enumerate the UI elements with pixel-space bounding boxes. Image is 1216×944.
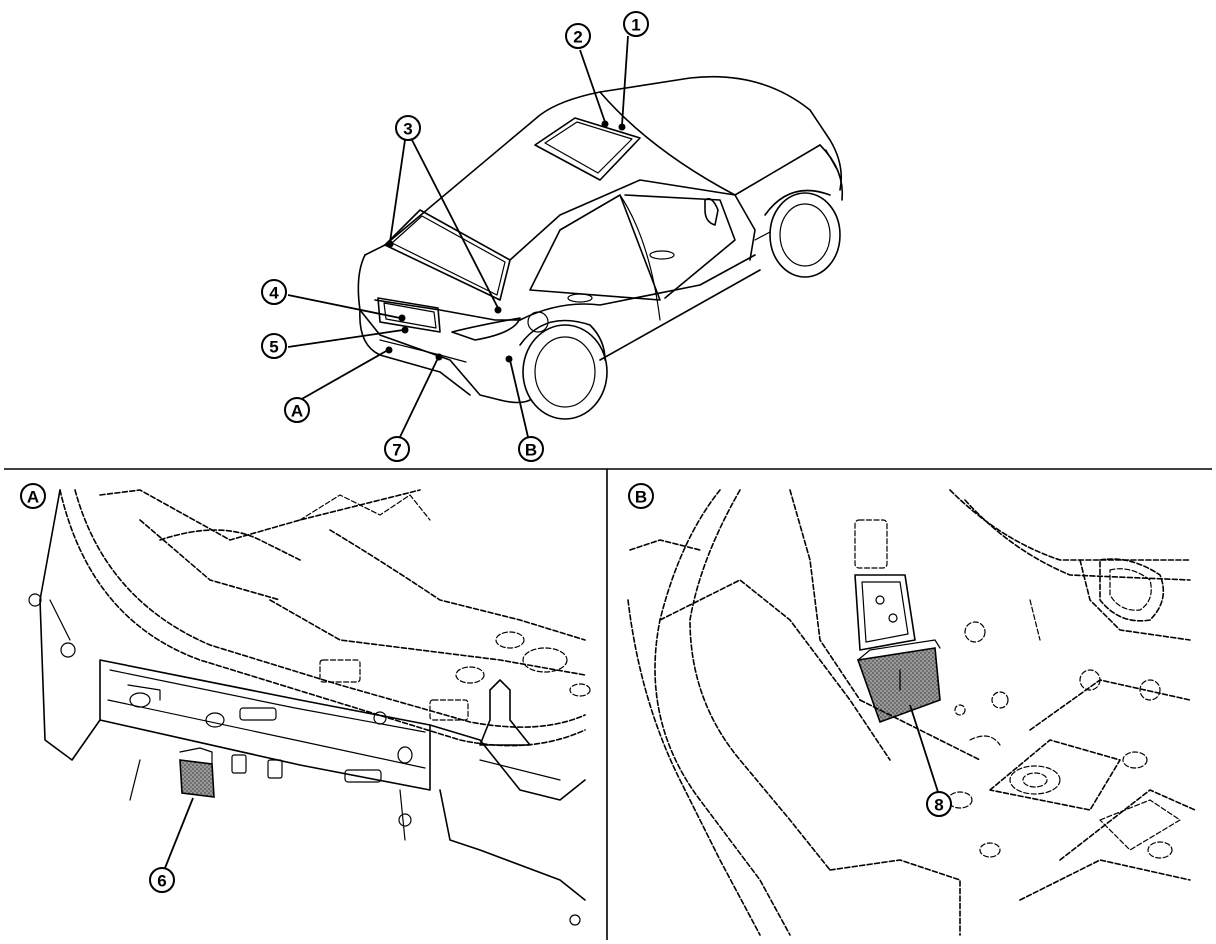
detail-view-a: A 6 xyxy=(20,483,591,926)
callout-7-label: 7 xyxy=(392,441,401,460)
callout-b-label: B xyxy=(525,441,537,460)
callout-5: 5 xyxy=(261,333,287,359)
callout-b: B xyxy=(518,436,544,462)
callout-4-label: 4 xyxy=(269,284,279,303)
callout-6: 6 xyxy=(149,867,175,893)
detail-b-view-label: B xyxy=(628,483,654,509)
detail-a-view-label-text: A xyxy=(27,488,39,507)
callout-8-label: 8 xyxy=(934,796,943,815)
callout-5-label: 5 xyxy=(269,338,278,357)
callout-a: A xyxy=(284,397,310,423)
overview-leader-lines xyxy=(287,35,629,438)
detail-a-leader xyxy=(164,797,194,869)
callout-1-label: 1 xyxy=(631,16,640,35)
callout-7: 7 xyxy=(384,436,410,462)
callout-2-label: 2 xyxy=(573,28,582,47)
rear-side-floor-illustration xyxy=(627,489,1196,936)
detail-view-b: B 8 xyxy=(627,483,1196,936)
callout-4: 4 xyxy=(261,279,287,305)
overview-target-dots xyxy=(385,120,626,363)
callout-6-label: 6 xyxy=(157,872,166,891)
detail-b-view-label-text: B xyxy=(635,488,647,507)
callout-3: 3 xyxy=(395,115,421,141)
callout-1: 1 xyxy=(623,11,649,37)
callout-8: 8 xyxy=(926,791,952,817)
rear-bumper-reinforcement-illustration xyxy=(28,489,591,926)
detail-b-leader xyxy=(909,704,939,793)
callout-a-label: A xyxy=(291,402,303,421)
callout-3-label: 3 xyxy=(403,120,412,139)
callout-2: 2 xyxy=(565,23,591,49)
detail-a-view-label: A xyxy=(20,483,46,509)
car-rear-quarter-illustration xyxy=(357,75,844,420)
